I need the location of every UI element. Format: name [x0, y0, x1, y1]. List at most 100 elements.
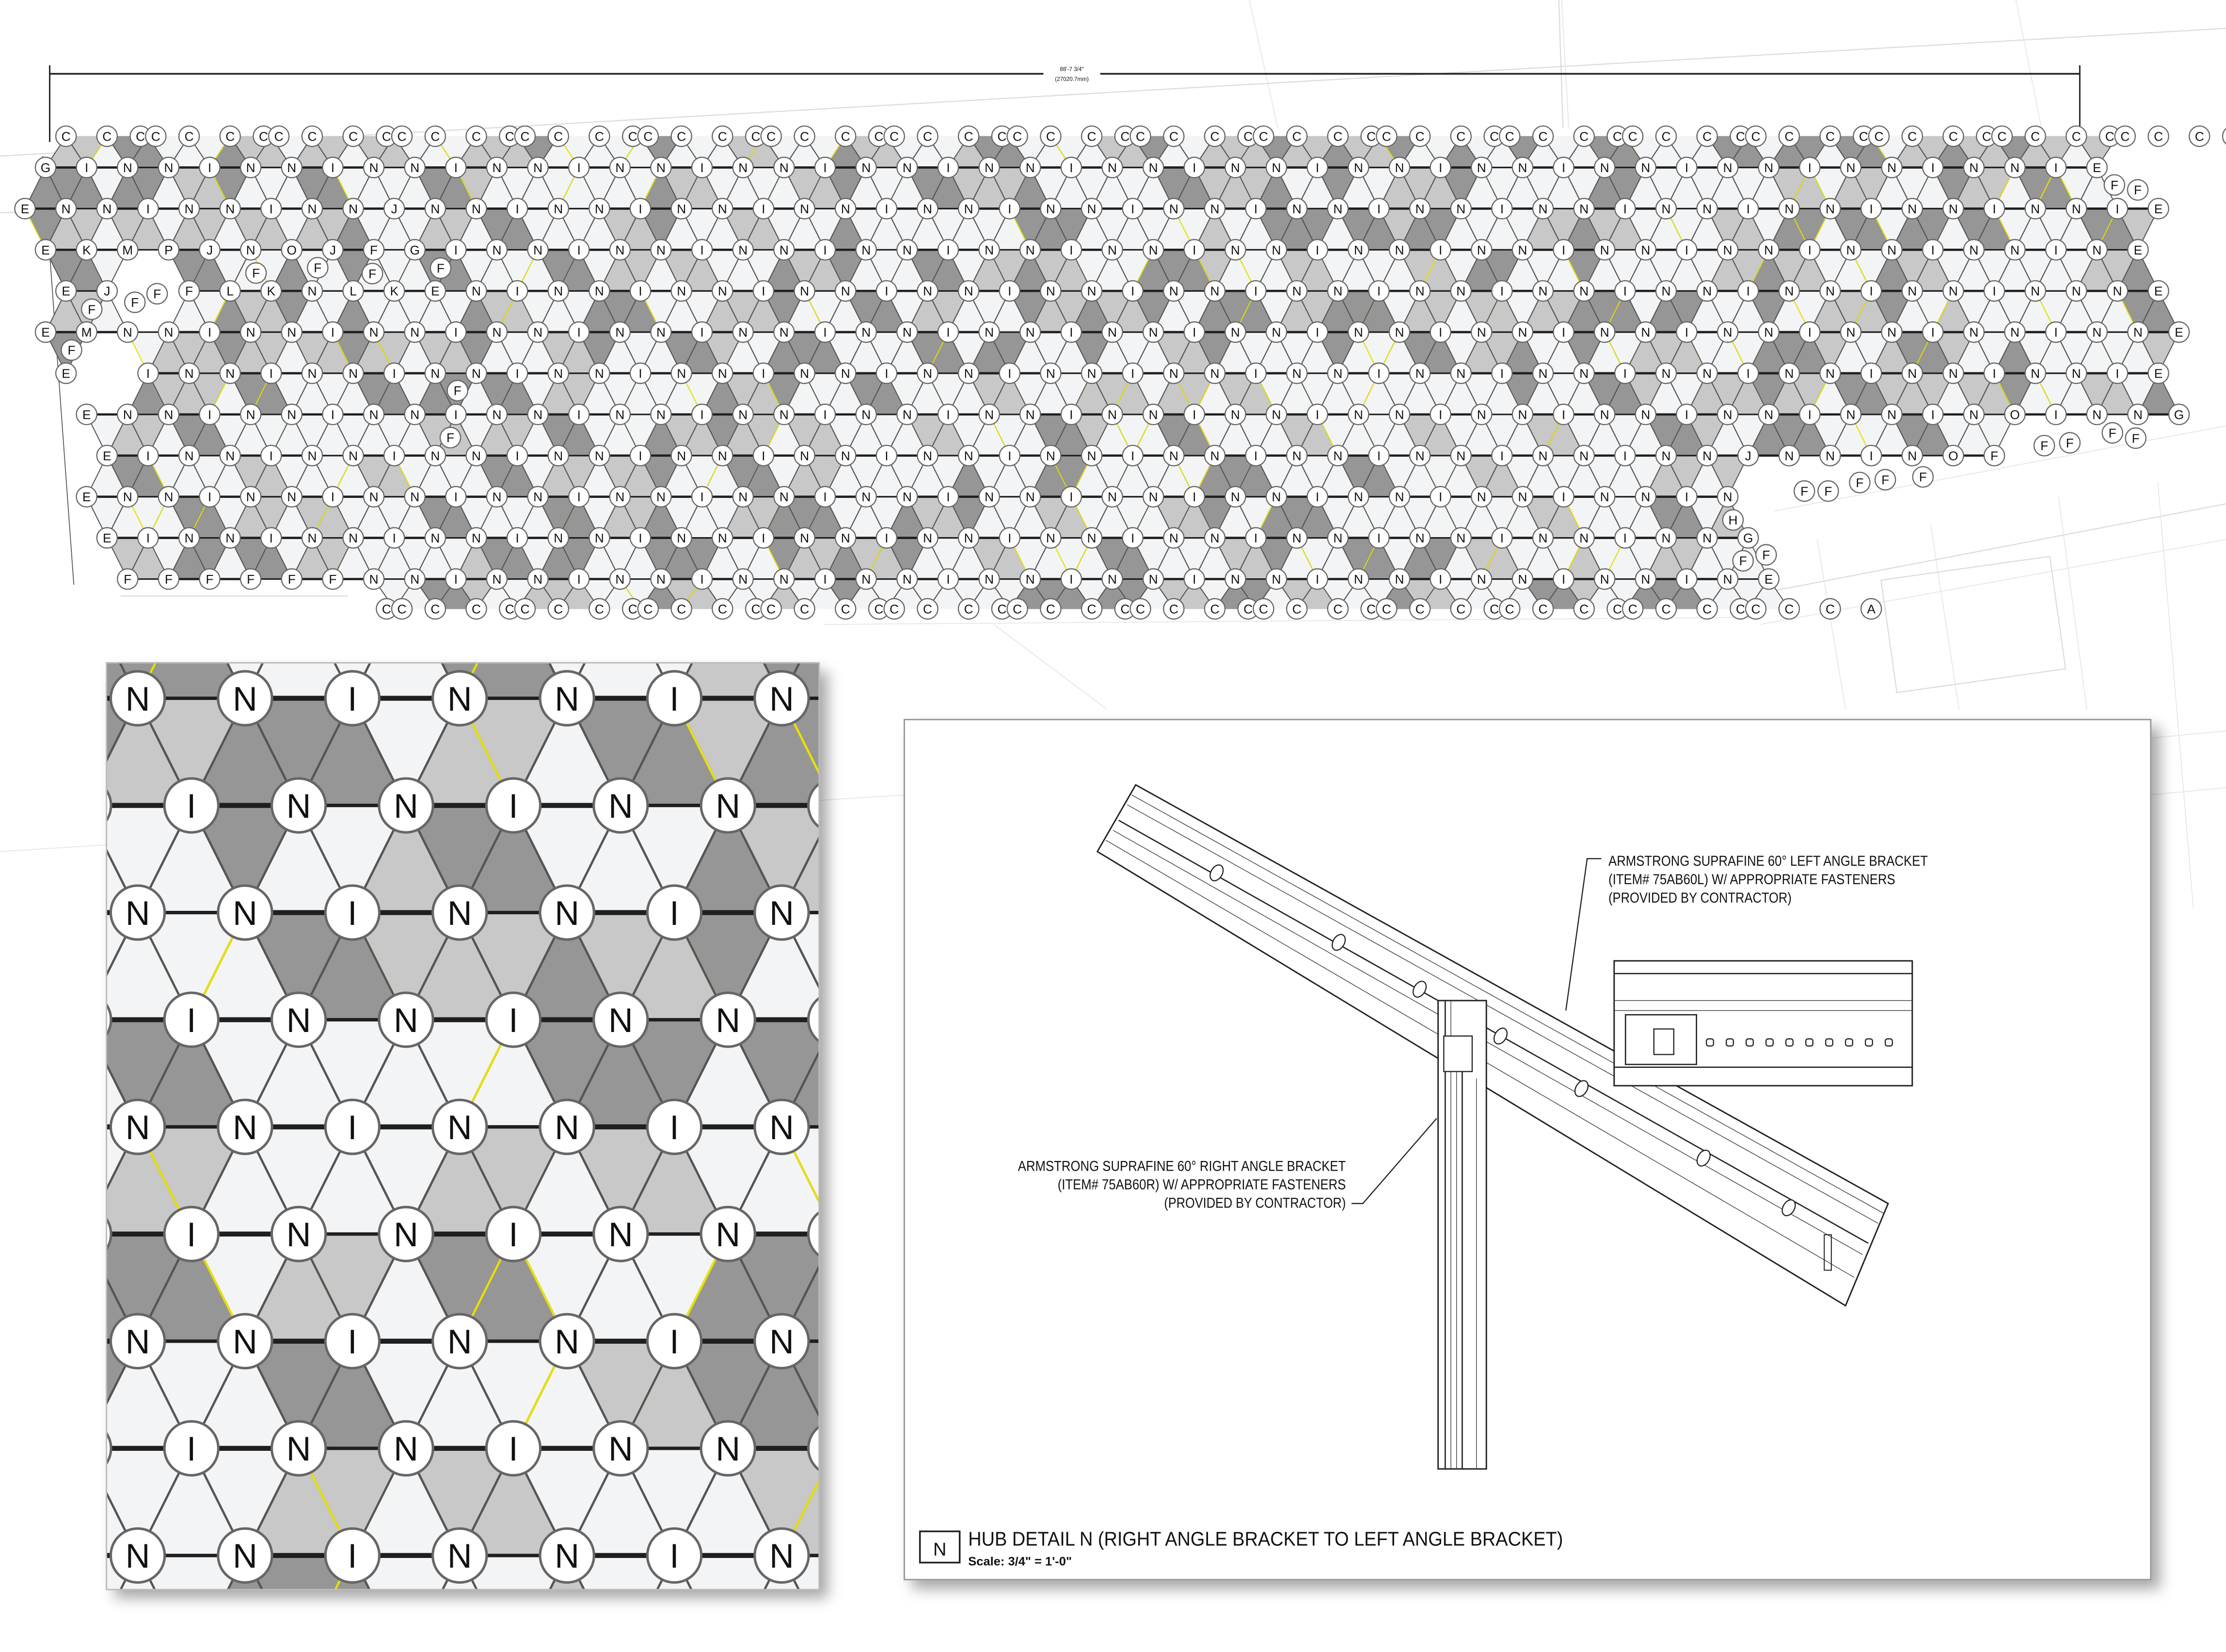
- hub-node: N: [239, 239, 262, 261]
- hub-node: I: [445, 321, 467, 343]
- hub-node: E: [55, 362, 77, 384]
- hub-node: N: [1778, 280, 1800, 302]
- hub-node-label: E: [62, 366, 70, 381]
- hub-node: N: [178, 198, 200, 220]
- hub-node: I: [2106, 198, 2129, 220]
- hub-node-label: I: [1747, 366, 1750, 381]
- hub-node: N: [670, 280, 692, 302]
- hub-node-label: N: [1046, 202, 1055, 216]
- hub-node-label: C: [1539, 129, 1548, 144]
- hub-node-label: I: [1931, 325, 1935, 340]
- hub-node: N: [773, 321, 795, 343]
- hub-node: N: [834, 362, 857, 384]
- hub-node-label: N: [1723, 243, 1733, 257]
- hub-node: E: [2127, 239, 2149, 261]
- hub-node: E: [2147, 280, 2169, 302]
- hub-node-label: I: [1377, 284, 1381, 299]
- hub-node-label: I: [1069, 325, 1073, 340]
- hub-node: I: [999, 198, 1021, 220]
- hub-node: N: [896, 321, 918, 343]
- hub-node-label: C: [307, 129, 317, 144]
- hub-node: N: [588, 362, 610, 384]
- hub-node-label: N: [677, 202, 686, 216]
- hub-node-label: N: [1395, 243, 1404, 257]
- hub-node: I: [752, 280, 775, 302]
- hub-node-label: N: [1026, 160, 1035, 175]
- hub-node-label: N: [1231, 160, 1240, 175]
- hub-node: I: [1676, 239, 1698, 261]
- hub-node: I: [76, 157, 97, 178]
- hub-node: C: [1868, 125, 1890, 147]
- hub-node: I: [937, 239, 959, 261]
- hub-node-label: N: [246, 243, 255, 257]
- hub-node: N: [239, 321, 262, 343]
- hub-node: N: [1388, 321, 1411, 343]
- hub-node-label: N: [472, 284, 481, 299]
- hub-node-label: N: [800, 284, 809, 299]
- hub-node-label: I: [700, 160, 704, 175]
- hub-node: N: [1593, 157, 1616, 178]
- hub-node: I: [999, 362, 1021, 384]
- hub-node-label: I: [1562, 243, 1565, 257]
- hub-node: C: [1573, 125, 1595, 147]
- hub-node-label: N: [1969, 325, 1978, 340]
- hub-node-label: C: [1908, 129, 1917, 144]
- hub-node-label: C: [1826, 129, 1835, 144]
- hub-node-label: N: [964, 202, 973, 216]
- hub-node: N: [794, 362, 815, 384]
- hub-node: I: [629, 198, 652, 220]
- hub-node-label: E: [41, 325, 50, 340]
- hub-node-label: C: [718, 129, 727, 144]
- hub-node: N: [1901, 362, 1924, 384]
- hub-node-label: N: [1908, 284, 1917, 299]
- hub-node: N: [1696, 280, 1718, 302]
- hub-node-label: N: [349, 366, 358, 381]
- hub-node: N: [1778, 198, 1800, 220]
- hub-node: C: [1991, 125, 2013, 147]
- hub-node: E: [14, 198, 36, 220]
- hub-node-label: N: [1579, 284, 1589, 299]
- hub-node-label: I: [2054, 325, 2057, 340]
- hub-node-label: N: [123, 407, 132, 422]
- hub-node: I: [445, 157, 467, 178]
- hub-node: I: [1983, 362, 2005, 384]
- hub-node: N: [1081, 198, 1103, 220]
- hub-node-label: I: [1008, 284, 1011, 299]
- hub-node: I: [1245, 362, 1267, 384]
- hub-node-label: N: [1149, 243, 1158, 257]
- hub-node-label: K: [267, 284, 276, 299]
- hub-node: C: [957, 125, 980, 147]
- hub-node-label: J: [207, 243, 213, 257]
- hub-node: M: [76, 321, 97, 343]
- hub-node: N: [1573, 280, 1595, 302]
- hub-node: N: [527, 239, 549, 261]
- hub-node-label: C: [2072, 129, 2081, 144]
- hub-node-label: N: [1231, 325, 1240, 340]
- hub-node-label: N: [2010, 243, 2019, 257]
- hub-node: N: [1593, 239, 1616, 261]
- hub-node: N: [2106, 280, 2129, 302]
- hub-node-label: N: [1702, 366, 1712, 381]
- hub-node-label: I: [823, 160, 827, 175]
- hub-node-label: C: [472, 129, 481, 144]
- hub-node-label: I: [208, 160, 211, 175]
- hub-node: N: [1286, 198, 1308, 220]
- hub-node: I: [1676, 157, 1698, 178]
- hub-node-label: N: [1149, 325, 1158, 340]
- hub-node-label: C: [505, 129, 514, 144]
- hub-node: N: [465, 198, 487, 220]
- hub-node-label: I: [1192, 160, 1196, 175]
- hub-node-label: M: [122, 243, 133, 257]
- hub-node: K: [76, 239, 97, 261]
- hub-node: N: [978, 321, 1000, 343]
- hub-node: C: [2188, 125, 2210, 147]
- hub-node: N: [301, 362, 323, 384]
- hub-node-label: N: [307, 284, 317, 299]
- hub-node-label: N: [923, 202, 932, 216]
- hub-node-label: C: [62, 129, 71, 144]
- hub-node: C: [1745, 125, 1767, 147]
- hub-node-label: N: [1354, 243, 1363, 257]
- hub-node-label: C: [1661, 129, 1670, 144]
- hub-node-label: I: [1623, 284, 1627, 299]
